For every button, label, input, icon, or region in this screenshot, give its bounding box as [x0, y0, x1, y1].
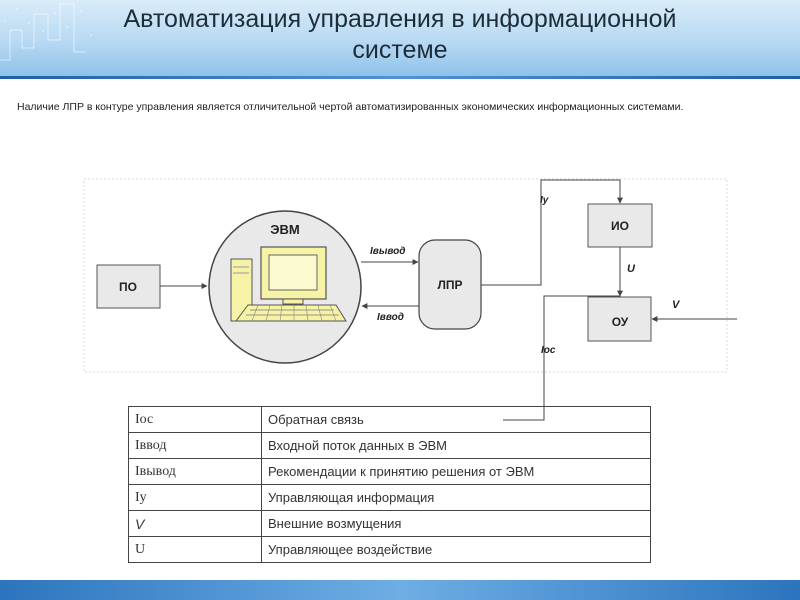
table-row: Iвывод Рекомендации к принятию решения о… — [128, 458, 651, 485]
legend-symbol: Iввод — [128, 432, 262, 459]
io-box — [587, 203, 653, 248]
legend-meaning: Внешние возмущения — [261, 510, 651, 537]
header-rule — [0, 76, 800, 79]
legend-meaning: Управляющая информация — [261, 484, 651, 511]
po-label: ПО — [119, 280, 137, 294]
u-label: U — [627, 263, 636, 275]
table-row: Iу Управляющая информация — [128, 484, 651, 511]
slide-title: Автоматизация управления в информационно… — [0, 4, 800, 66]
table-row: V Внешние возмущения — [128, 510, 651, 537]
computer-icon — [230, 246, 347, 322]
iy-arrow — [481, 179, 623, 286]
slide-title-line2: системе — [352, 36, 448, 64]
legend-meaning: Входной поток данных в ЭВМ — [261, 432, 651, 459]
legend-symbol: Iос — [128, 406, 262, 433]
table-row: Iос Обратная связь — [128, 406, 651, 433]
ou-box — [587, 296, 652, 342]
legend-symbol: Iу — [128, 484, 262, 511]
slide-footer — [0, 580, 800, 600]
v-label: V — [672, 299, 681, 311]
evm-label: ЭВМ — [270, 222, 299, 237]
legend-symbol: V — [128, 510, 262, 537]
diagram-frame — [83, 178, 728, 373]
header-decoration — [0, 3, 92, 61]
ios-label: Iос — [541, 345, 556, 356]
table-row: U Управляющее воздействие — [128, 536, 651, 563]
intro-text: Наличие ЛПР в контуре управления являетс… — [17, 101, 684, 113]
legend-symbol: U — [128, 536, 262, 563]
ivyvod-label: Iвывод — [370, 246, 405, 257]
iy-label: Iу — [540, 195, 549, 206]
slide-title-line1: Автоматизация управления в информационно… — [123, 5, 677, 33]
table-row: Iввод Входной поток данных в ЭВМ — [128, 432, 651, 459]
legend-table: Iос Обратная связь Iввод Входной поток д… — [128, 406, 651, 563]
po-box — [96, 264, 161, 309]
legend-meaning: Управляющее воздействие — [261, 536, 651, 563]
ou-label: ОУ — [612, 315, 629, 329]
legend-symbol: Iвывод — [128, 458, 262, 485]
legend-meaning: Обратная связь — [261, 406, 651, 433]
ivvod-label: Iввод — [377, 312, 404, 323]
slide-header: Автоматизация управления в информационно… — [0, 0, 800, 76]
io-label: ИО — [611, 219, 629, 233]
legend-meaning: Рекомендации к принятию решения от ЭВМ — [261, 458, 651, 485]
lpr-label: ЛПР — [437, 278, 462, 292]
